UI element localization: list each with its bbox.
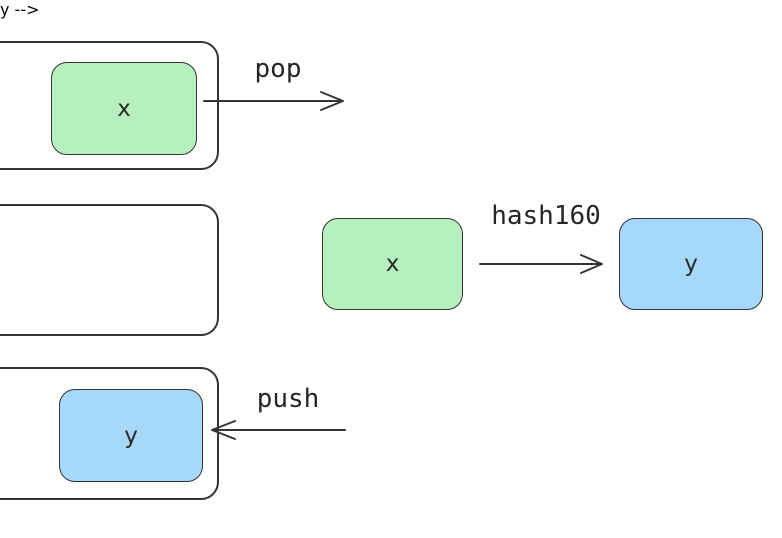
hash-output-y-box: y [619,218,763,310]
hash160-arrow [479,254,603,274]
stack-item-y-label: y [124,422,138,449]
hash-input-x-label: x [385,251,400,277]
pop-arrow [203,91,344,111]
push-arrow-label: push [256,384,320,414]
stack-outline-after [0,367,219,500]
hash-input-x-box: x [322,218,463,310]
push-arrow [211,420,346,440]
stack-item-x-box: x [51,62,197,155]
stack-item-y-box: y [59,389,203,482]
pop-arrow-label: pop [254,54,302,84]
stack-outline-empty [0,204,219,336]
stack-outline-before [0,41,219,170]
stack-item-x-label: x [117,95,131,122]
hash160-arrow-label: hash160 [491,201,601,231]
hash-output-y-label: y [684,251,698,277]
